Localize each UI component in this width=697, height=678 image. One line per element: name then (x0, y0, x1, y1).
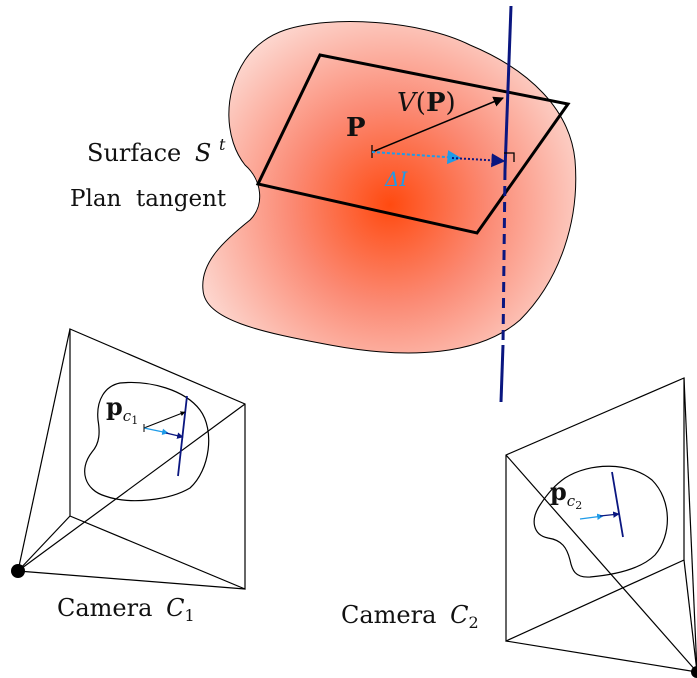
camera-1-point-label: pc1 (106, 392, 138, 427)
camera-2-projected-contour (533, 465, 668, 578)
point-p-label: P (346, 113, 366, 143)
tangent-plane (255, 53, 571, 235)
camera-1-image-plane (69, 328, 246, 590)
camera-2-projection-arrow (599, 511, 620, 518)
camera-1-velocity-arrow (143, 411, 186, 429)
velocity-arrow (371, 96, 504, 153)
camera-2-delta-arrow (579, 513, 604, 520)
camera-2-point-label: pc2 (550, 477, 582, 512)
right-angle-marker (504, 152, 515, 162)
plane-label: Plan tangent (70, 186, 227, 212)
camera-2 (505, 377, 697, 673)
velocity-label: V(P) (397, 88, 456, 118)
delta-l-label: ΔI (384, 167, 408, 191)
camera-2-image-plane (505, 377, 685, 642)
camera-1-projected-contour (84, 381, 210, 502)
camera-1 (17, 328, 246, 590)
camera-1-center (11, 564, 25, 578)
camera-2-normal-line (611, 471, 624, 538)
camera-2-label: Camera C2 (341, 601, 479, 632)
camera-1-delta-arrow (143, 427, 169, 435)
camera-1-projection-arrow (165, 432, 184, 439)
projection-arrow (451, 153, 506, 168)
camera-1-label: Camera C1 (57, 594, 195, 625)
camera-2-center (691, 666, 697, 678)
surface-label: Surface S t (87, 135, 226, 167)
normal-line (499, 5, 513, 403)
